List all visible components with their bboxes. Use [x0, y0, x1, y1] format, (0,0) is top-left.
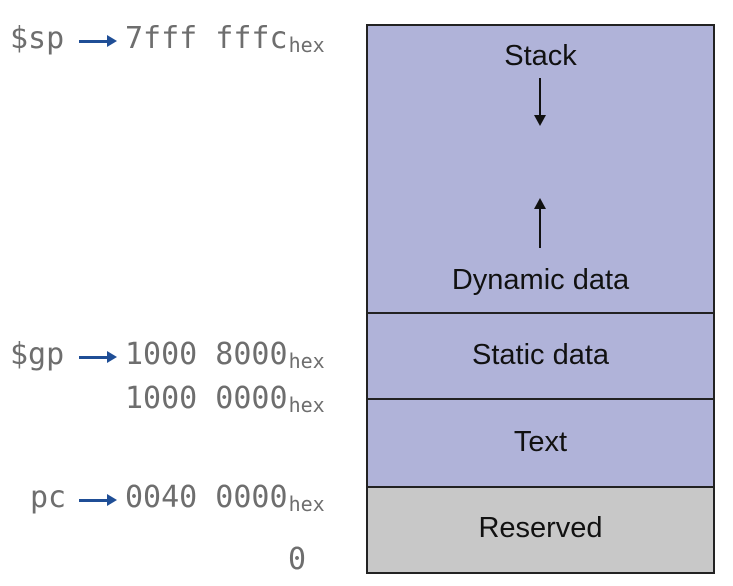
- hex-suffix: hex: [288, 349, 325, 373]
- static-start-address: 1000 0000hex: [125, 381, 325, 417]
- heap-growth-up-arrow-icon: [534, 198, 546, 248]
- hex-suffix: hex: [288, 492, 325, 516]
- text-label: Text: [513, 426, 568, 458]
- hex-suffix: hex: [288, 33, 325, 57]
- text-segment: Text: [366, 398, 715, 488]
- pc-address: 0040 0000hex: [125, 480, 325, 516]
- sp-pointer-label: $sp: [10, 21, 65, 56]
- gp-address: 1000 8000hex: [125, 337, 325, 373]
- stack-label: Stack: [504, 40, 577, 72]
- static-start-value: 1000 0000: [125, 381, 288, 416]
- dynamic-data-label: Dynamic data: [451, 264, 630, 296]
- sp-address-value: 7fff fffc: [125, 21, 288, 56]
- pc-address-value: 0040 0000: [125, 480, 288, 515]
- pc-pointer-label: pc: [30, 480, 67, 515]
- reserved-segment: Reserved: [366, 486, 715, 574]
- hex-suffix: hex: [288, 393, 325, 417]
- zero-address: 0: [288, 542, 307, 577]
- sp-arrow-icon: [79, 35, 117, 47]
- static-data-segment: Static data: [366, 312, 715, 400]
- gp-arrow-icon: [79, 351, 117, 363]
- sp-address: 7fff fffchex: [125, 21, 325, 57]
- pc-arrow-icon: [79, 494, 117, 506]
- stack-dynamic-segment: Stack Dynamic data: [366, 24, 715, 314]
- gp-pointer-label: $gp: [10, 337, 65, 372]
- gp-address-value: 1000 8000: [125, 337, 288, 372]
- stack-growth-down-arrow-icon: [534, 78, 546, 126]
- static-data-label: Static data: [471, 339, 610, 371]
- reserved-label: Reserved: [478, 512, 603, 544]
